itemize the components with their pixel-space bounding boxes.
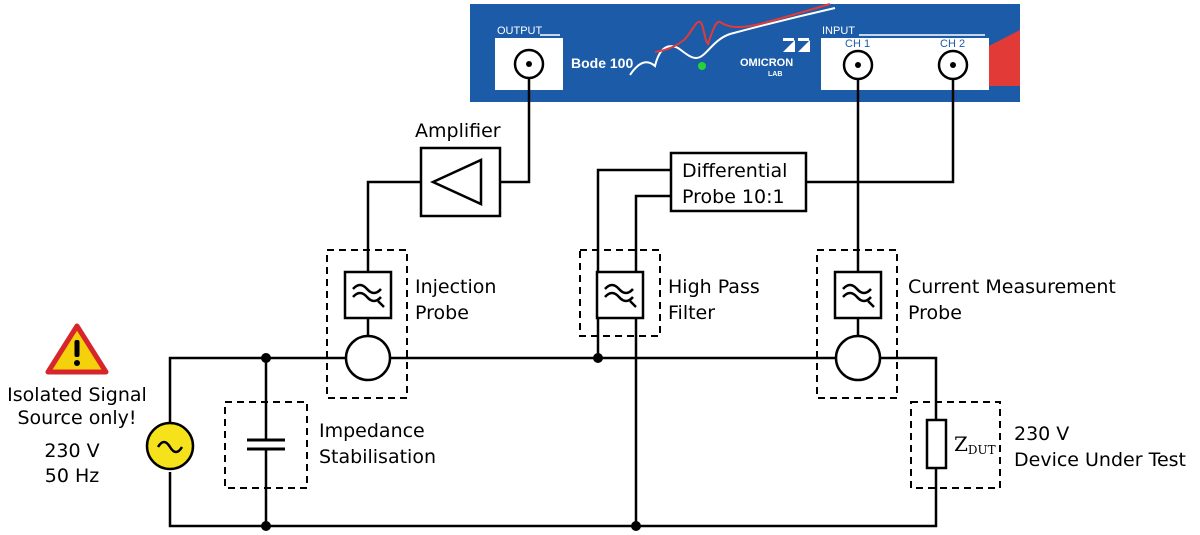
high-pass-filter-block: High Pass Filter <box>579 249 760 337</box>
junction-dot <box>631 521 641 531</box>
ch1-label: CH 1 <box>845 38 870 50</box>
amplifier-block: Amplifier <box>415 120 502 218</box>
current-probe-label-2: Probe <box>908 302 962 324</box>
status-led <box>698 62 706 70</box>
high-pass-filter-box <box>595 270 645 320</box>
current-probe-filter-box <box>833 270 883 320</box>
injection-probe-filter-box <box>343 270 393 320</box>
sine-wave-icon <box>156 440 184 454</box>
impedance-stabilisation-dashed-enclosure <box>224 401 308 489</box>
ch1-bnc-connector[interactable] <box>842 49 874 81</box>
ch2-bnc-connector[interactable] <box>937 49 969 81</box>
impedance-stabilisation-block: Impedance Stabilisation <box>224 401 436 489</box>
current-probe-block: Current Measurement Probe <box>816 249 1116 399</box>
differential-probe-label-2: Probe 10:1 <box>682 186 785 208</box>
filter-wave-icon <box>604 283 637 308</box>
injection-probe-block: Injection Probe <box>326 249 496 399</box>
source-voltage-label: 230 V <box>44 440 99 462</box>
bode-curve-red <box>654 3 831 53</box>
bode-100-instrument: OUTPUT Bode 100 OMICRON LAB INPUT CH 1 C… <box>470 3 1020 102</box>
wire-diff-to-hpf-a <box>596 168 671 272</box>
dut-dashed-enclosure <box>910 401 1001 489</box>
injection-probe-dashed-enclosure <box>326 249 408 399</box>
injection-probe-label-2: Probe <box>415 302 469 324</box>
warning-label-1: Isolated Signal <box>7 384 147 406</box>
device-under-test-block: ZDUT 230 V Device Under Test <box>910 401 1186 489</box>
wire-output-to-amplifier <box>500 78 531 184</box>
wire-ch2-to-diff-probe <box>806 79 955 184</box>
junction-dot <box>261 353 271 363</box>
dut-voltage-label: 230 V <box>1014 423 1069 445</box>
current-probe-label-1: Current Measurement <box>908 276 1116 298</box>
current-probe-core-icon <box>834 334 882 382</box>
brand-sub: LAB <box>768 71 782 78</box>
amplifier-label: Amplifier <box>415 120 501 142</box>
impedance-stabilisation-label-1: Impedance <box>319 420 425 442</box>
differential-probe-block: Differential Probe 10:1 <box>669 151 808 213</box>
source-frequency-label: 50 Hz <box>45 465 100 487</box>
dut-resistor-icon <box>925 418 948 470</box>
input-label: INPUT <box>822 25 855 37</box>
output-bnc-connector[interactable] <box>513 48 545 80</box>
wire-diff-to-hpf-b <box>634 194 671 272</box>
injection-probe-core-icon <box>344 334 392 382</box>
junction-dot <box>593 353 603 363</box>
wire-amplifier-to-injection <box>366 180 421 272</box>
ch2-label: CH 2 <box>940 38 965 50</box>
bode-curve-white <box>629 7 836 76</box>
wire-neutral-conductor <box>168 468 938 528</box>
high-pass-filter-label-2: Filter <box>668 302 715 324</box>
capacitor-icon <box>247 438 285 451</box>
differential-probe-label-1: Differential <box>682 160 787 182</box>
instrument-accent <box>985 30 1020 86</box>
impedance-stabilisation-label-2: Stabilisation <box>319 446 436 468</box>
junction-dots <box>261 353 641 531</box>
filter-wave-icon <box>352 283 385 308</box>
signal-wires <box>168 78 955 528</box>
output-label: OUTPUT <box>497 25 543 37</box>
warning-label-2: Source only! <box>17 407 136 429</box>
dut-name-label: Device Under Test <box>1014 449 1186 471</box>
amplifier-triangle-icon <box>429 158 483 206</box>
brand-name: OMICRON <box>740 57 793 69</box>
high-pass-filter-label-1: High Pass <box>668 276 760 298</box>
signal-source-block: Isolated Signal Source only! 230 V 50 Hz <box>7 323 195 487</box>
omicron-logo-icon <box>783 38 810 52</box>
filter-wave-icon <box>842 283 875 308</box>
amplifier-box <box>419 146 502 218</box>
dut-symbol: ZDUT <box>954 432 996 457</box>
current-probe-dashed-enclosure <box>816 249 898 399</box>
wire-line-conductor <box>168 356 938 425</box>
high-pass-filter-dashed-enclosure <box>579 249 661 337</box>
junction-dot <box>261 521 271 531</box>
differential-probe-box <box>669 151 808 213</box>
injection-probe-label-1: Injection <box>415 276 496 298</box>
warning-triangle-icon <box>45 323 109 375</box>
model-name: Bode 100 <box>571 55 633 71</box>
